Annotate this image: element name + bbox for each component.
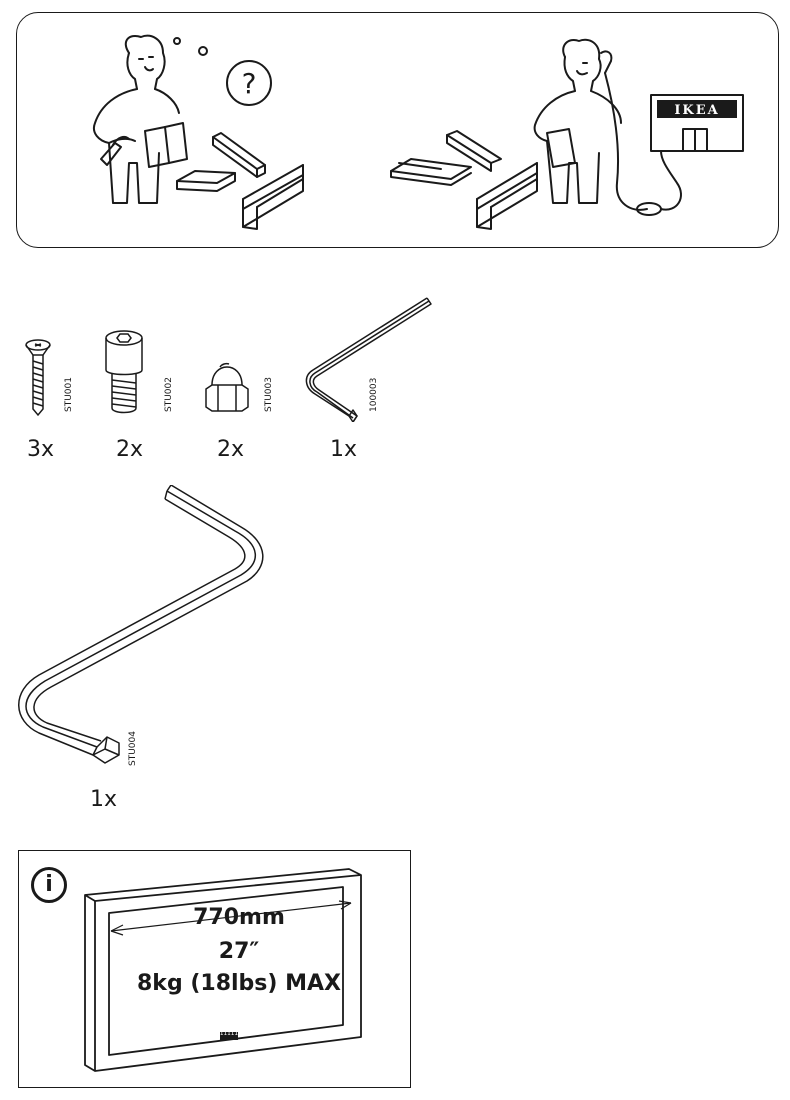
info-panel: i 770mm 27″ 8kg (18lbs) MAX IIIIII	[18, 850, 411, 1088]
brand-logo	[220, 1032, 238, 1040]
furniture-parts-icon	[176, 132, 304, 230]
allen-key-small-icon	[305, 297, 432, 422]
size-spec: 27″	[218, 939, 260, 964]
furniture-parts-icon	[390, 130, 538, 230]
part-quantity: 3x	[27, 437, 55, 462]
socket-bolt-icon	[105, 330, 143, 414]
part-quantity: 1x	[330, 437, 358, 462]
question-bubble-icon	[226, 60, 272, 106]
brand-text: IIIIII	[220, 1030, 242, 1037]
info-icon: i	[31, 867, 67, 903]
store-sign: IKEA	[674, 103, 719, 118]
question-mark: ?	[242, 67, 257, 100]
part-code: 100003	[369, 377, 379, 412]
hardware-item-stu002	[100, 328, 160, 423]
part-code: STU003	[264, 377, 274, 412]
countersunk-screw-icon	[25, 339, 51, 417]
part-quantity: 2x	[217, 437, 245, 462]
info-glyph: i	[45, 872, 53, 897]
hardware-item-100003	[295, 292, 440, 422]
part-code: STU004	[128, 731, 138, 766]
help-illustration: ? IKEA	[93, 34, 744, 230]
part-quantity: 2x	[116, 437, 144, 462]
monitor-icon	[84, 868, 362, 1072]
part-code: STU002	[164, 377, 174, 412]
ikea-store-icon	[650, 94, 744, 152]
hardware-item-stu004	[15, 485, 265, 770]
part-quantity: 1x	[90, 787, 118, 812]
help-banner: ? IKEA	[16, 12, 779, 248]
allen-key-large-icon	[18, 485, 264, 764]
instruction-booklet-icon	[144, 122, 188, 168]
cap-nut-icon	[205, 362, 249, 412]
width-spec: 770mm	[193, 905, 285, 930]
hardware-item-stu001	[20, 335, 80, 425]
person-on-phone-icon	[533, 38, 648, 211]
hardware-item-stu003	[202, 355, 262, 420]
part-code: STU001	[64, 377, 74, 412]
confused-person-icon	[93, 34, 180, 204]
weight-spec: 8kg (18lbs) MAX	[137, 971, 341, 996]
